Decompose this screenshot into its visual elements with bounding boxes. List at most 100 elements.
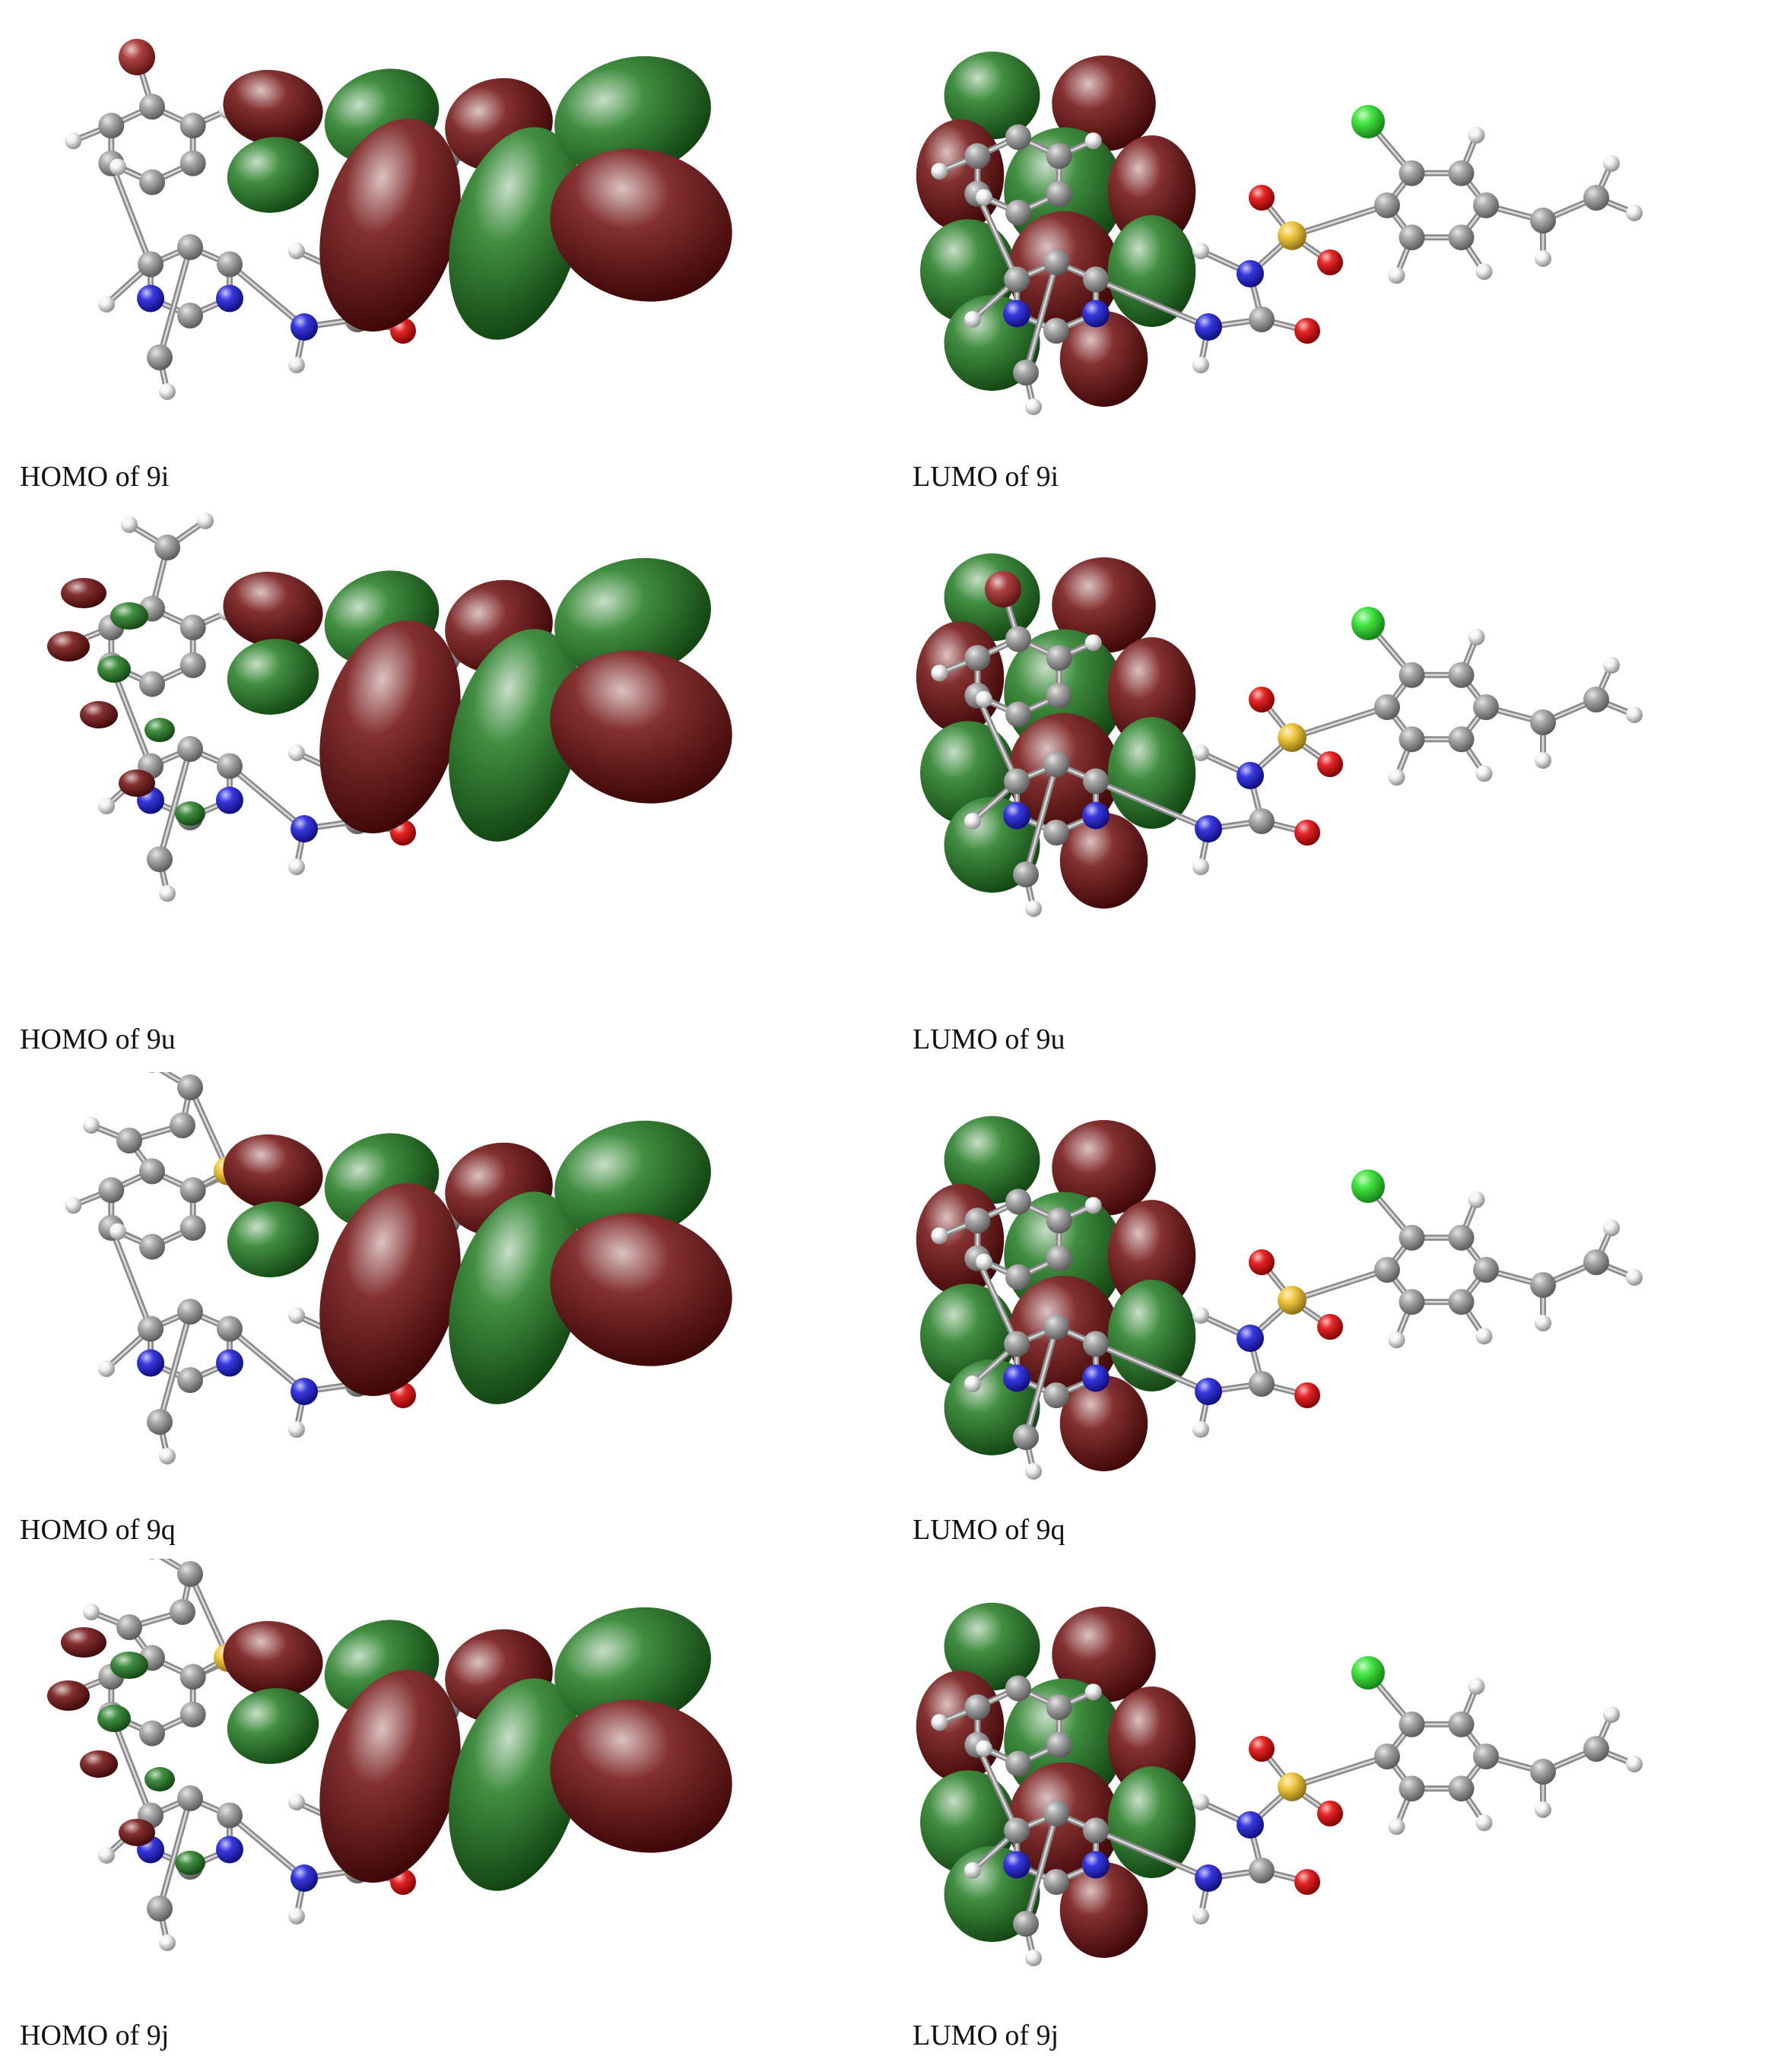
hydrogen-atom	[1468, 126, 1485, 144]
carbon-atom	[139, 94, 165, 120]
orbital-lobe-positive	[944, 1602, 1040, 1691]
orbital-lobe-positive	[97, 655, 131, 683]
carbon-atom	[1046, 1731, 1072, 1758]
caption-lumo-9j: LUMO of 9j	[913, 2020, 1059, 2051]
carbon-atom	[1399, 224, 1425, 251]
orbital-lobe-negative	[916, 1184, 1005, 1296]
oxygen-atom	[1249, 185, 1275, 211]
hydrogen-atom	[83, 1117, 100, 1134]
nitrogen-atom	[291, 313, 318, 341]
carbon-atom	[964, 645, 991, 671]
carbon-atom	[1399, 1775, 1425, 1802]
carbon-atom	[147, 1409, 173, 1435]
carbon-atom	[1399, 726, 1425, 753]
nitrogen-atom	[1237, 1811, 1264, 1839]
orbital-lobe-negative	[550, 148, 732, 302]
oxygen-atom	[1317, 1801, 1343, 1826]
hydrogen-atom	[964, 1862, 981, 1879]
hydrogen-atom	[1192, 357, 1209, 373]
carbon-atom	[1005, 626, 1031, 652]
hydrogen-atom	[1603, 1220, 1620, 1236]
carbon-atom	[1399, 160, 1425, 186]
nitrogen-atom	[1003, 801, 1031, 830]
bond-highlight	[1024, 1325, 1058, 1439]
hydrogen-atom	[1603, 155, 1620, 172]
carbon-atom	[1043, 751, 1069, 777]
hydrogen-atom	[288, 357, 305, 373]
chlorine-atom	[1351, 1656, 1385, 1690]
bond-highlight	[976, 192, 1018, 281]
carbon-atom	[98, 113, 125, 139]
carbon-atom	[179, 652, 206, 678]
carbon-atom	[177, 736, 203, 762]
hydrogen-atom	[1084, 634, 1102, 652]
hydrogen-atom	[1475, 1328, 1493, 1345]
panel-homo-9i	[65, 39, 732, 400]
hydrogen-atom	[1192, 744, 1209, 761]
carbon-atom	[1374, 694, 1400, 720]
hydrogen-atom	[1388, 769, 1405, 786]
hydrogen-atom	[1084, 132, 1102, 150]
carbon-atom	[1448, 726, 1475, 753]
hydrogen-atom	[931, 163, 948, 180]
carbon-atom	[1530, 1759, 1556, 1785]
orbital-lobe-negative	[119, 769, 155, 797]
orbital-lobe-negative	[1052, 1120, 1156, 1216]
hydrogen-atom	[288, 858, 305, 875]
carbon-atom	[1530, 1272, 1556, 1298]
hydrogen-atom	[1626, 205, 1643, 221]
nitrogen-atom	[1195, 1864, 1222, 1892]
hydrogen-atom	[121, 516, 138, 533]
nitrogen-atom	[215, 1836, 243, 1864]
carbon-atom	[1374, 192, 1400, 218]
carbon-atom	[1004, 1331, 1030, 1357]
orbital-lobe-positive	[144, 718, 175, 742]
caption-lumo-9u: LUMO of 9u	[913, 1023, 1065, 1055]
nitrogen-atom	[215, 786, 243, 814]
carbon-atom	[1249, 1858, 1275, 1883]
hydrogen-atom	[1192, 1421, 1209, 1438]
nitrogen-atom	[1195, 313, 1222, 341]
orbital-lobe-negative	[1059, 311, 1148, 407]
panel-homo-9u	[47, 512, 732, 902]
carbon-atom	[177, 234, 203, 260]
carbon-atom	[147, 846, 173, 872]
orbital-lobe-negative	[61, 578, 106, 608]
orbital-lobe-positive	[1107, 215, 1196, 327]
hydrogen-atom	[1084, 1683, 1102, 1701]
orbital-lobe-positive	[1107, 1280, 1196, 1391]
bond-highlight	[158, 1797, 192, 1910]
carbon-atom	[1448, 160, 1475, 186]
orbital-lobe-negative	[550, 1213, 732, 1366]
hydrogen-atom	[98, 798, 115, 814]
oxygen-atom	[1294, 1869, 1320, 1895]
hydrogen-atom	[288, 243, 305, 259]
caption-homo-9j: HOMO of 9j	[20, 2020, 170, 2051]
oxygen-atom	[1317, 751, 1343, 777]
hydrogen-atom	[110, 1223, 126, 1240]
orbital-lobe-positive	[227, 1201, 319, 1277]
carbon-atom	[1082, 266, 1109, 293]
hydrogen-atom	[1388, 1331, 1405, 1349]
panel-homo-9j	[47, 1559, 732, 1951]
carbon-atom	[177, 1367, 203, 1393]
orbital-lobe-positive	[449, 127, 583, 340]
carbon-atom	[1530, 709, 1556, 735]
hydrogen-atom	[288, 744, 305, 761]
carbon-atom	[1046, 1694, 1072, 1721]
carbon-atom	[1043, 820, 1069, 846]
carbon-atom	[964, 1207, 991, 1234]
orbital-lobe-positive	[227, 1688, 319, 1764]
orbital-lobe-positive	[554, 56, 711, 177]
bond-highlight	[189, 1572, 230, 1659]
carbon-atom	[116, 1128, 142, 1153]
bond-highlight	[1291, 1268, 1389, 1302]
bond-highlight	[110, 162, 152, 265]
hydrogen-atom	[1468, 1191, 1485, 1208]
carbon-atom	[1249, 1371, 1275, 1397]
hydrogen-atom	[1192, 858, 1209, 875]
bond-highlight	[976, 1257, 1018, 1345]
carbon-atom	[1448, 1289, 1475, 1315]
nitrogen-atom	[1081, 801, 1110, 830]
oxygen-atom	[1249, 1736, 1275, 1762]
